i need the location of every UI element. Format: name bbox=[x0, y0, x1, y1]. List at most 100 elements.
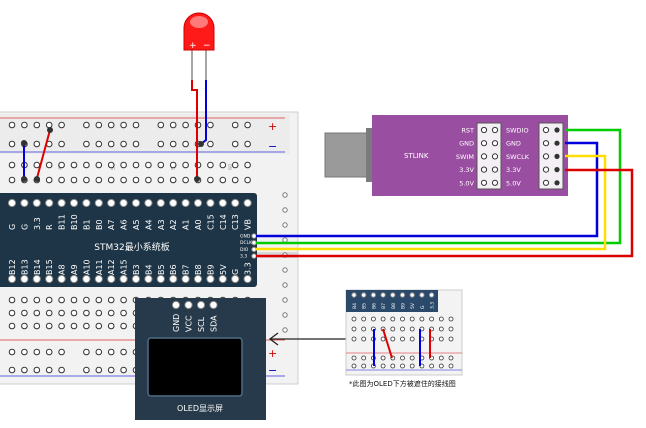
stlink-right-label: GND bbox=[506, 140, 521, 148]
stlink-pin bbox=[480, 153, 488, 160]
stlink-left-label: RST bbox=[461, 127, 474, 135]
inset-hole bbox=[390, 316, 396, 322]
breadboard-hole bbox=[107, 140, 115, 148]
pointer-arrow bbox=[268, 332, 348, 346]
stm32-pin-label: G bbox=[20, 224, 29, 230]
breadboard-hole bbox=[107, 121, 115, 129]
stm32-pin-label: 3.3 bbox=[244, 262, 253, 275]
inset-hole bbox=[380, 316, 386, 322]
stm32-pin-label: A7 bbox=[107, 219, 116, 230]
breadboard-hole bbox=[132, 176, 140, 184]
led-minus-label: − bbox=[203, 41, 211, 51]
inset-hole bbox=[419, 316, 425, 322]
stm32-pin bbox=[32, 198, 41, 208]
stm32-pin bbox=[181, 198, 190, 208]
breadboard-hole bbox=[83, 322, 90, 330]
row-mark: 50 bbox=[111, 164, 117, 170]
stm32-pin-label: B1 bbox=[82, 219, 91, 230]
stm32-pin-label: A9 bbox=[70, 264, 79, 275]
breadboard-hole bbox=[95, 296, 103, 304]
stm32-pin bbox=[57, 274, 66, 284]
inset-hole bbox=[448, 336, 454, 342]
swd-pin bbox=[251, 246, 257, 253]
inset-hole bbox=[361, 316, 367, 322]
stm32-pin-label: B0 bbox=[95, 219, 104, 230]
breadboard-hole bbox=[21, 121, 28, 129]
stm32-pin-label: B7 bbox=[182, 264, 191, 275]
inset-hole bbox=[409, 326, 415, 332]
breadboard-hole bbox=[8, 309, 16, 317]
stm32-pin bbox=[131, 198, 141, 208]
breadboard-hole bbox=[95, 366, 103, 374]
stm32-pin-label: A1 bbox=[182, 219, 191, 230]
breadboard-hole bbox=[169, 176, 177, 184]
inset-pin bbox=[370, 292, 377, 298]
inset-hole bbox=[351, 316, 357, 322]
breadboard-hole bbox=[282, 192, 288, 198]
stlink-right-label: SWDIO bbox=[506, 127, 529, 135]
oled-pin bbox=[196, 300, 206, 310]
oled-pin bbox=[209, 300, 218, 310]
breadboard-hole bbox=[83, 161, 90, 169]
breadboard-hole bbox=[244, 121, 251, 129]
stlink-left-label: SWIM bbox=[456, 153, 474, 161]
stm32-pin bbox=[156, 198, 165, 208]
breadboard-hole bbox=[95, 121, 103, 129]
breadboard-hole bbox=[33, 296, 41, 304]
breadboard-hole bbox=[157, 176, 165, 184]
stm32-pin-label: R bbox=[45, 224, 54, 230]
breadboard-hole bbox=[145, 176, 152, 184]
stlink-pin bbox=[491, 126, 499, 134]
rail-minus-top: − bbox=[268, 140, 277, 153]
inset-hole bbox=[380, 363, 386, 369]
stm32-pin-label: VB bbox=[244, 219, 253, 230]
breadboard-hole bbox=[21, 366, 28, 374]
stlink-pin bbox=[554, 153, 560, 159]
oled-pin-label: GND bbox=[172, 314, 181, 332]
breadboard-hole bbox=[83, 140, 90, 148]
stm32-pin bbox=[69, 274, 79, 284]
breadboard-hole bbox=[120, 322, 127, 330]
breadboard-hole bbox=[107, 366, 115, 374]
breadboard-hole bbox=[8, 366, 16, 374]
breadboard-hole bbox=[33, 140, 41, 148]
stlink-right-label: 3.3V bbox=[506, 166, 521, 174]
breadboard-hole bbox=[132, 121, 140, 129]
breadboard-hole bbox=[231, 121, 239, 129]
inset-pin bbox=[390, 292, 396, 298]
breadboard-hole bbox=[157, 140, 165, 148]
inset-pin bbox=[399, 292, 406, 298]
inset-jumper bbox=[382, 328, 393, 359]
oled-pin bbox=[171, 300, 181, 310]
stm32-pin bbox=[169, 198, 178, 208]
inset-hole bbox=[400, 326, 405, 332]
stm32-pin-label: B9 bbox=[206, 264, 215, 275]
stm32-pin-label: A11 bbox=[95, 259, 104, 275]
oled-label: OLED显示屏 bbox=[177, 404, 223, 413]
stm32-pin bbox=[193, 274, 203, 284]
inset-hole bbox=[351, 326, 357, 332]
inset-pin-label: B7 bbox=[381, 303, 387, 309]
stm32-pin bbox=[231, 274, 240, 284]
stm32-pin bbox=[218, 274, 227, 284]
stm32-pin-label: A2 bbox=[169, 219, 178, 230]
stm32-pin bbox=[156, 274, 165, 284]
breadboard-hole bbox=[8, 121, 16, 129]
inset-hole bbox=[351, 363, 357, 369]
inset-hole bbox=[429, 316, 435, 322]
inset-pin-label: 5V bbox=[410, 302, 416, 309]
stlink-pin bbox=[554, 140, 560, 146]
stm32-pin bbox=[243, 198, 252, 208]
stm32-pin bbox=[193, 198, 203, 208]
breadboard-hole bbox=[45, 322, 53, 330]
inset-pin bbox=[419, 292, 425, 298]
stm32-pin bbox=[82, 274, 91, 284]
inset-pin-label: B4 bbox=[352, 303, 358, 309]
stm32-pin-label: B8 bbox=[194, 264, 203, 275]
oled-pin-label: VCC bbox=[185, 315, 194, 332]
breadboard-hole bbox=[45, 348, 53, 356]
breadboard-hole bbox=[21, 348, 28, 356]
stlink-label: STLINK bbox=[404, 152, 429, 160]
